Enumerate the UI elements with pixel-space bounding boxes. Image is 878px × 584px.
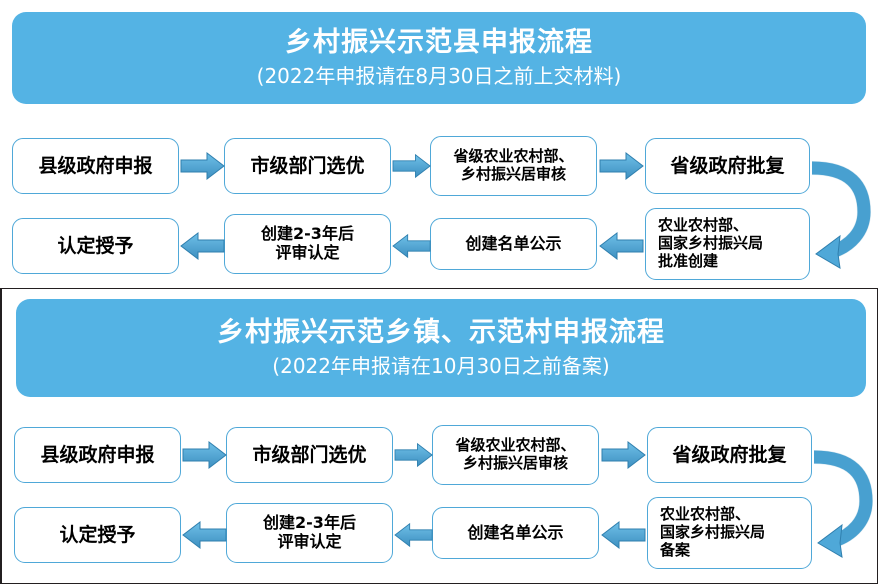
node-label: 省级农业农村部、 乡村振兴居审核 (449, 436, 581, 472)
banner-subtitle-town-village: (2022年申报请在10月30日之前备案) (272, 354, 610, 379)
node-label: 创建2-3年后 评审认定 (257, 513, 362, 552)
banner-county-process: 乡村振兴示范县申报流程 (2022年申报请在8月30日之前上交材料) (12, 12, 866, 104)
node-award[interactable]: 认定授予 (12, 218, 179, 274)
banner-title-town-village: 乡村振兴示范乡镇、示范村申报流程 (217, 316, 665, 348)
node-county-apply-2[interactable]: 县级政府申报 (14, 427, 181, 483)
node-label: 农业农村部、 国家乡村振兴局 备案 (648, 506, 811, 559)
node-label: 省级政府批复 (670, 154, 785, 177)
section-town-village-process: 乡村振兴示范乡镇、示范村申报流程 (2022年申报请在10月30日之前备案) 县… (0, 288, 878, 584)
banner-subtitle-county: (2022年申报请在8月30日之前上交材料) (256, 64, 622, 89)
node-label: 县级政府申报 (38, 154, 153, 177)
arrow-left-ministry-to-publicity-2 (601, 520, 647, 550)
node-label: 省级政府批复 (672, 443, 787, 466)
node-list-publicity-2[interactable]: 创建名单公示 (432, 507, 599, 559)
node-county-apply[interactable]: 县级政府申报 (12, 138, 179, 194)
node-province-reply[interactable]: 省级政府批复 (645, 138, 810, 194)
node-label-line-1: 省级农业农村部、 (453, 147, 574, 166)
node-label: 农业农村部、 国家乡村振兴局 批准创建 (646, 217, 809, 270)
arrow-left-publicity-to-review-2 (394, 521, 433, 549)
arrow-right-county-to-city (180, 151, 225, 181)
banner-title-county: 乡村振兴示范县申报流程 (285, 26, 593, 58)
arrow-right-review-to-reply-2 (601, 440, 647, 470)
node-ministry-approve[interactable]: 农业农村部、 国家乡村振兴局 批准创建 (645, 208, 810, 280)
node-label: 创建名单公示 (467, 522, 564, 542)
node-label-line-2: 国家乡村振兴局 (658, 234, 764, 253)
node-label-line-2: 乡村振兴居审核 (460, 165, 566, 183)
node-label: 省级农业农村部、 乡村振兴居审核 (447, 147, 579, 183)
node-label-line-1: 农业农村部、 (658, 216, 749, 235)
node-label: 创建名单公示 (465, 233, 562, 253)
node-label-line-3: 批准创建 (658, 251, 719, 270)
node-label: 市级部门选优 (252, 443, 367, 466)
node-label-line-2: 乡村振兴居审核 (462, 454, 568, 472)
arrow-left-publicity-to-review (392, 232, 431, 260)
loop-arrow-reply-to-ministry-2 (808, 449, 874, 563)
node-label-line-1: 省级农业农村部、 (455, 436, 576, 455)
banner-town-village-process: 乡村振兴示范乡镇、示范村申报流程 (2022年申报请在10月30日之前备案) (16, 299, 866, 397)
arrow-right-county-to-city-2 (182, 440, 227, 470)
node-label-line-2: 评审认定 (277, 532, 342, 551)
node-label: 创建2-3年后 评审认定 (255, 224, 360, 263)
node-ministry-record[interactable]: 农业农村部、 国家乡村振兴局 备案 (647, 497, 812, 569)
node-label-line-1: 创建2-3年后 (261, 224, 354, 244)
node-review-2-3y[interactable]: 创建2-3年后 评审认定 (224, 214, 391, 274)
node-label: 认定授予 (59, 523, 136, 546)
node-label: 市级部门选优 (250, 154, 365, 177)
node-label-line-3: 备案 (660, 540, 691, 559)
arrow-left-review-to-award-2 (182, 520, 227, 550)
loop-arrow-reply-to-ministry (806, 160, 872, 274)
arrow-left-ministry-to-publicity (599, 231, 645, 261)
arrow-right-review-to-reply (599, 151, 645, 181)
node-province-reply-2[interactable]: 省级政府批复 (647, 427, 812, 483)
section-county-process: 乡村振兴示范县申报流程 (2022年申报请在8月30日之前上交材料) 县级政府申… (0, 0, 878, 288)
node-label: 认定授予 (57, 234, 134, 257)
node-label-line-1: 农业农村部、 (660, 505, 751, 524)
node-label-line-2: 评审认定 (275, 243, 340, 262)
node-city-select-2[interactable]: 市级部门选优 (226, 427, 393, 483)
arrow-left-review-to-award (180, 231, 225, 261)
node-review-2-3y-2[interactable]: 创建2-3年后 评审认定 (226, 503, 393, 563)
node-province-review[interactable]: 省级农业农村部、 乡村振兴居审核 (430, 136, 597, 196)
node-label-line-2: 国家乡村振兴局 (660, 523, 766, 542)
node-province-review-2[interactable]: 省级农业农村部、 乡村振兴居审核 (432, 425, 599, 485)
node-list-publicity[interactable]: 创建名单公示 (430, 218, 597, 270)
arrow-right-city-to-province-review (392, 152, 431, 180)
node-award-2[interactable]: 认定授予 (14, 507, 181, 563)
arrow-right-city-to-province-review-2 (394, 441, 433, 469)
node-label-line-1: 创建2-3年后 (263, 513, 356, 533)
node-label: 县级政府申报 (40, 443, 155, 466)
node-city-select[interactable]: 市级部门选优 (224, 138, 391, 194)
